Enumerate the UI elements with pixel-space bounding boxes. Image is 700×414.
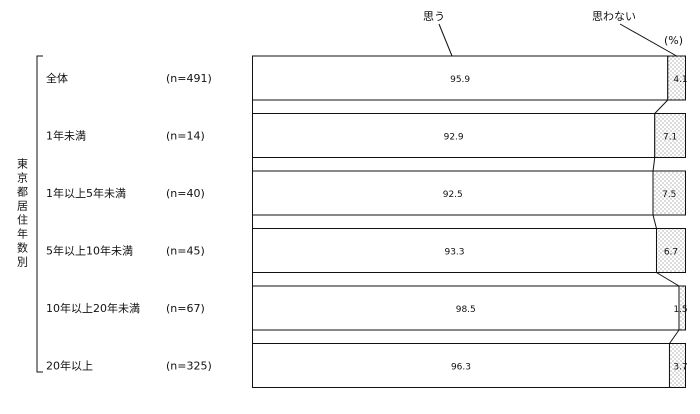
connector-line	[654, 99, 669, 114]
group-label: 東京都居住年数別	[16, 158, 29, 270]
n-label: (n=14)	[166, 130, 205, 143]
bar-segment-agree	[252, 55, 669, 101]
category-label: 1年以上5年未満	[46, 186, 126, 200]
connector-line	[656, 272, 680, 287]
bar-segment-agree	[252, 343, 670, 388]
value-label-agree: 98.5	[456, 305, 476, 315]
bar-segment-agree	[252, 170, 654, 216]
connector-line	[669, 329, 680, 344]
category-label: 5年以上10年未満	[46, 244, 133, 258]
category-label: 20年以上	[46, 359, 93, 373]
category-label: 10年以上20年未満	[46, 301, 140, 315]
bar-segment-disagree	[667, 55, 687, 101]
legend-label-disagree: 思わない	[592, 10, 636, 23]
bar-segment-disagree	[654, 113, 687, 158]
value-label-disagree: 7.5	[662, 190, 676, 200]
category-label: 1年未満	[46, 129, 86, 143]
value-label-agree: 93.3	[444, 248, 464, 258]
n-label: (n=45)	[166, 245, 205, 258]
bar-segment-disagree	[655, 228, 687, 273]
category-label: 全体	[46, 71, 68, 85]
legend-leader-disagree	[619, 23, 677, 57]
bar-segment-disagree	[678, 285, 687, 331]
value-label-agree: 92.5	[443, 190, 463, 200]
n-label: (n=491)	[166, 72, 212, 85]
connector-line	[652, 214, 657, 229]
value-label-disagree: 1.5	[673, 305, 687, 315]
legend-leader-agree	[438, 23, 453, 57]
connector-line	[652, 157, 656, 172]
value-label-agree: 96.3	[451, 363, 471, 373]
n-label: (n=67)	[166, 302, 205, 315]
unit-label: (%)	[664, 34, 683, 47]
n-label: (n=325)	[166, 360, 212, 373]
value-label-disagree: 6.7	[664, 248, 678, 258]
group-bracket	[36, 55, 43, 373]
value-label-disagree: 7.1	[663, 133, 677, 143]
bar-segment-disagree	[668, 343, 687, 388]
bar-segment-agree	[252, 228, 657, 273]
value-label-agree: 95.9	[450, 75, 470, 85]
bar-segment-disagree	[652, 170, 687, 216]
value-label-disagree: 4.1	[673, 75, 687, 85]
bar-segment-agree	[252, 113, 656, 158]
n-label: (n=40)	[166, 187, 205, 200]
value-label-disagree: 3.7	[673, 363, 687, 373]
value-label-agree: 92.9	[444, 133, 464, 143]
legend-label-agree: 思う	[423, 10, 445, 23]
